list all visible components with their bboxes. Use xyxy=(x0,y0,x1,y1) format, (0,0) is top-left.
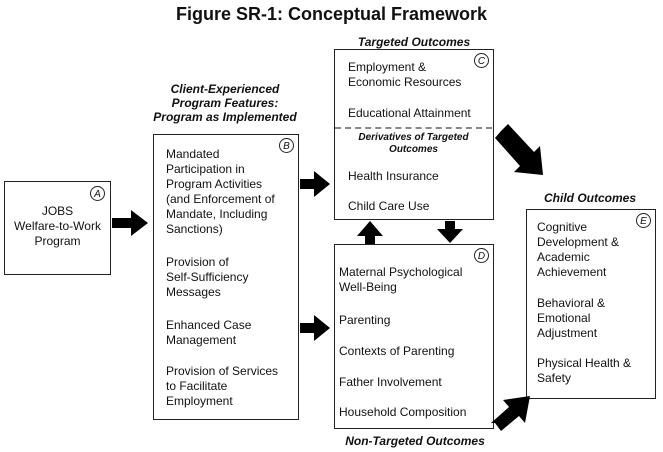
child-outcome-item: Cognitive Development & Academic Achieve… xyxy=(537,220,620,279)
arrow-a-to-b xyxy=(112,210,148,236)
program-feature-item: Mandated Participation in Program Activi… xyxy=(166,147,275,236)
non-targeted-outcome-item: Household Composition xyxy=(339,405,467,419)
targeted-outcome-item: Employment & Economic Resources xyxy=(348,60,462,89)
jobs-program-label: JOBS Welfare-to-Work Program xyxy=(14,204,101,248)
derivative-outcome-item: Child Care Use xyxy=(348,199,430,213)
non-targeted-outcome-item: Father Involvement xyxy=(339,375,442,389)
box-jobs-program: A JOBS Welfare-to-Work Program xyxy=(4,181,111,275)
box-non-targeted-outcomes: D Maternal Psychological Well-Being Pare… xyxy=(334,244,494,429)
non-targeted-outcome-item: Contexts of Parenting xyxy=(339,344,455,358)
derivative-outcome-item: Health Insurance xyxy=(348,169,439,183)
targeted-outcome-item: Educational Attainment xyxy=(348,106,471,120)
arrow-c-to-d-down xyxy=(437,221,463,243)
arrow-b-to-d xyxy=(300,315,330,341)
arrow-d-to-c-up xyxy=(357,221,383,244)
child-outcome-item: Behavioral & Emotional Adjustment xyxy=(537,296,606,340)
non-targeted-outcome-item: Maternal Psychological Well-Being xyxy=(339,265,463,294)
box-child-outcomes: E Cognitive Development & Academic Achie… xyxy=(526,209,656,399)
badge-a: A xyxy=(90,186,105,201)
badge-e: E xyxy=(636,213,651,228)
badge-b: B xyxy=(279,138,294,153)
arrow-b-to-c xyxy=(300,171,330,197)
derivatives-heading: Derivatives of Targeted Outcomes xyxy=(358,132,469,155)
non-targeted-outcome-item: Parenting xyxy=(339,313,391,327)
arrow-c-to-e xyxy=(495,124,543,175)
figure-title: Figure SR-1: Conceptual Framework xyxy=(175,4,488,24)
dashed-divider xyxy=(335,127,492,129)
badge-d: D xyxy=(474,248,489,263)
program-features-heading: Client-Experienced Program Features: Pro… xyxy=(153,82,297,124)
program-feature-item: Enhanced Case Management xyxy=(166,318,252,347)
box-program-features: B Mandated Participation in Program Acti… xyxy=(153,134,299,420)
targeted-outcomes-heading: Targeted Outcomes xyxy=(357,35,471,49)
badge-c: C xyxy=(474,53,489,68)
child-outcome-item: Physical Health & Safety xyxy=(537,356,632,385)
box-targeted-outcomes: C Employment & Economic Resources Educat… xyxy=(334,49,494,220)
non-targeted-outcomes-heading: Non-Targeted Outcomes xyxy=(345,434,485,448)
program-feature-item: Provision of Services to Facilitate Empl… xyxy=(166,364,279,408)
program-feature-item: Provision of Self-Sufficiency Messages xyxy=(166,255,249,299)
child-outcomes-heading: Child Outcomes xyxy=(543,191,636,205)
arrow-d-to-e xyxy=(491,396,530,431)
